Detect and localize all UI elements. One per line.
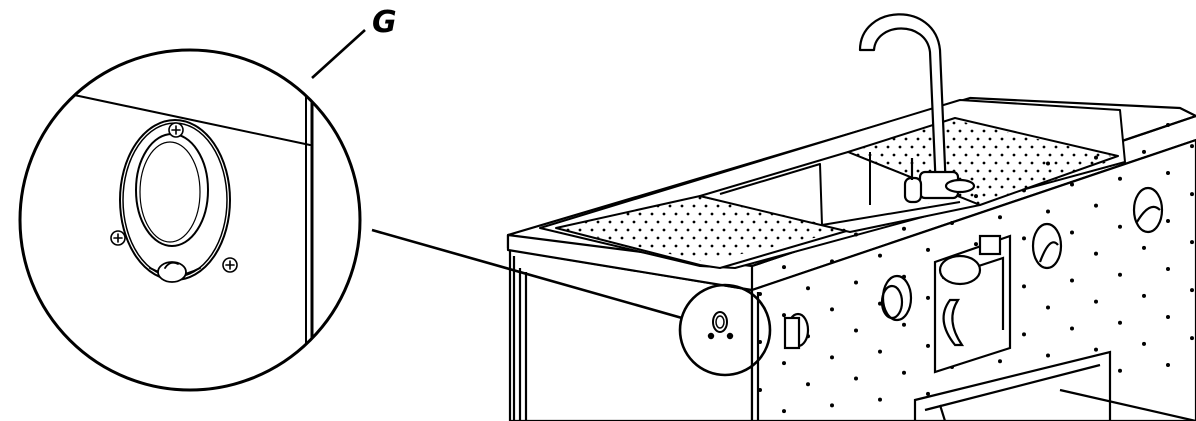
screw-left (110, 230, 126, 246)
screw-right (222, 257, 238, 273)
grommet-small (712, 311, 728, 333)
sink-bowl (699, 151, 981, 233)
label-leader-line (311, 29, 366, 79)
grommet-detail (119, 119, 231, 281)
screw-top (168, 122, 184, 138)
faucet-handle (903, 176, 923, 204)
bottom-clip (157, 261, 187, 283)
panel-hole-1 (881, 274, 913, 322)
connector-line (371, 228, 683, 320)
callout-target-circle (678, 283, 772, 377)
faucet (858, 13, 976, 204)
magnified-detail (18, 48, 362, 392)
sink-top (539, 99, 1126, 269)
callout-label: G (372, 5, 397, 40)
leader-lines (311, 29, 683, 320)
